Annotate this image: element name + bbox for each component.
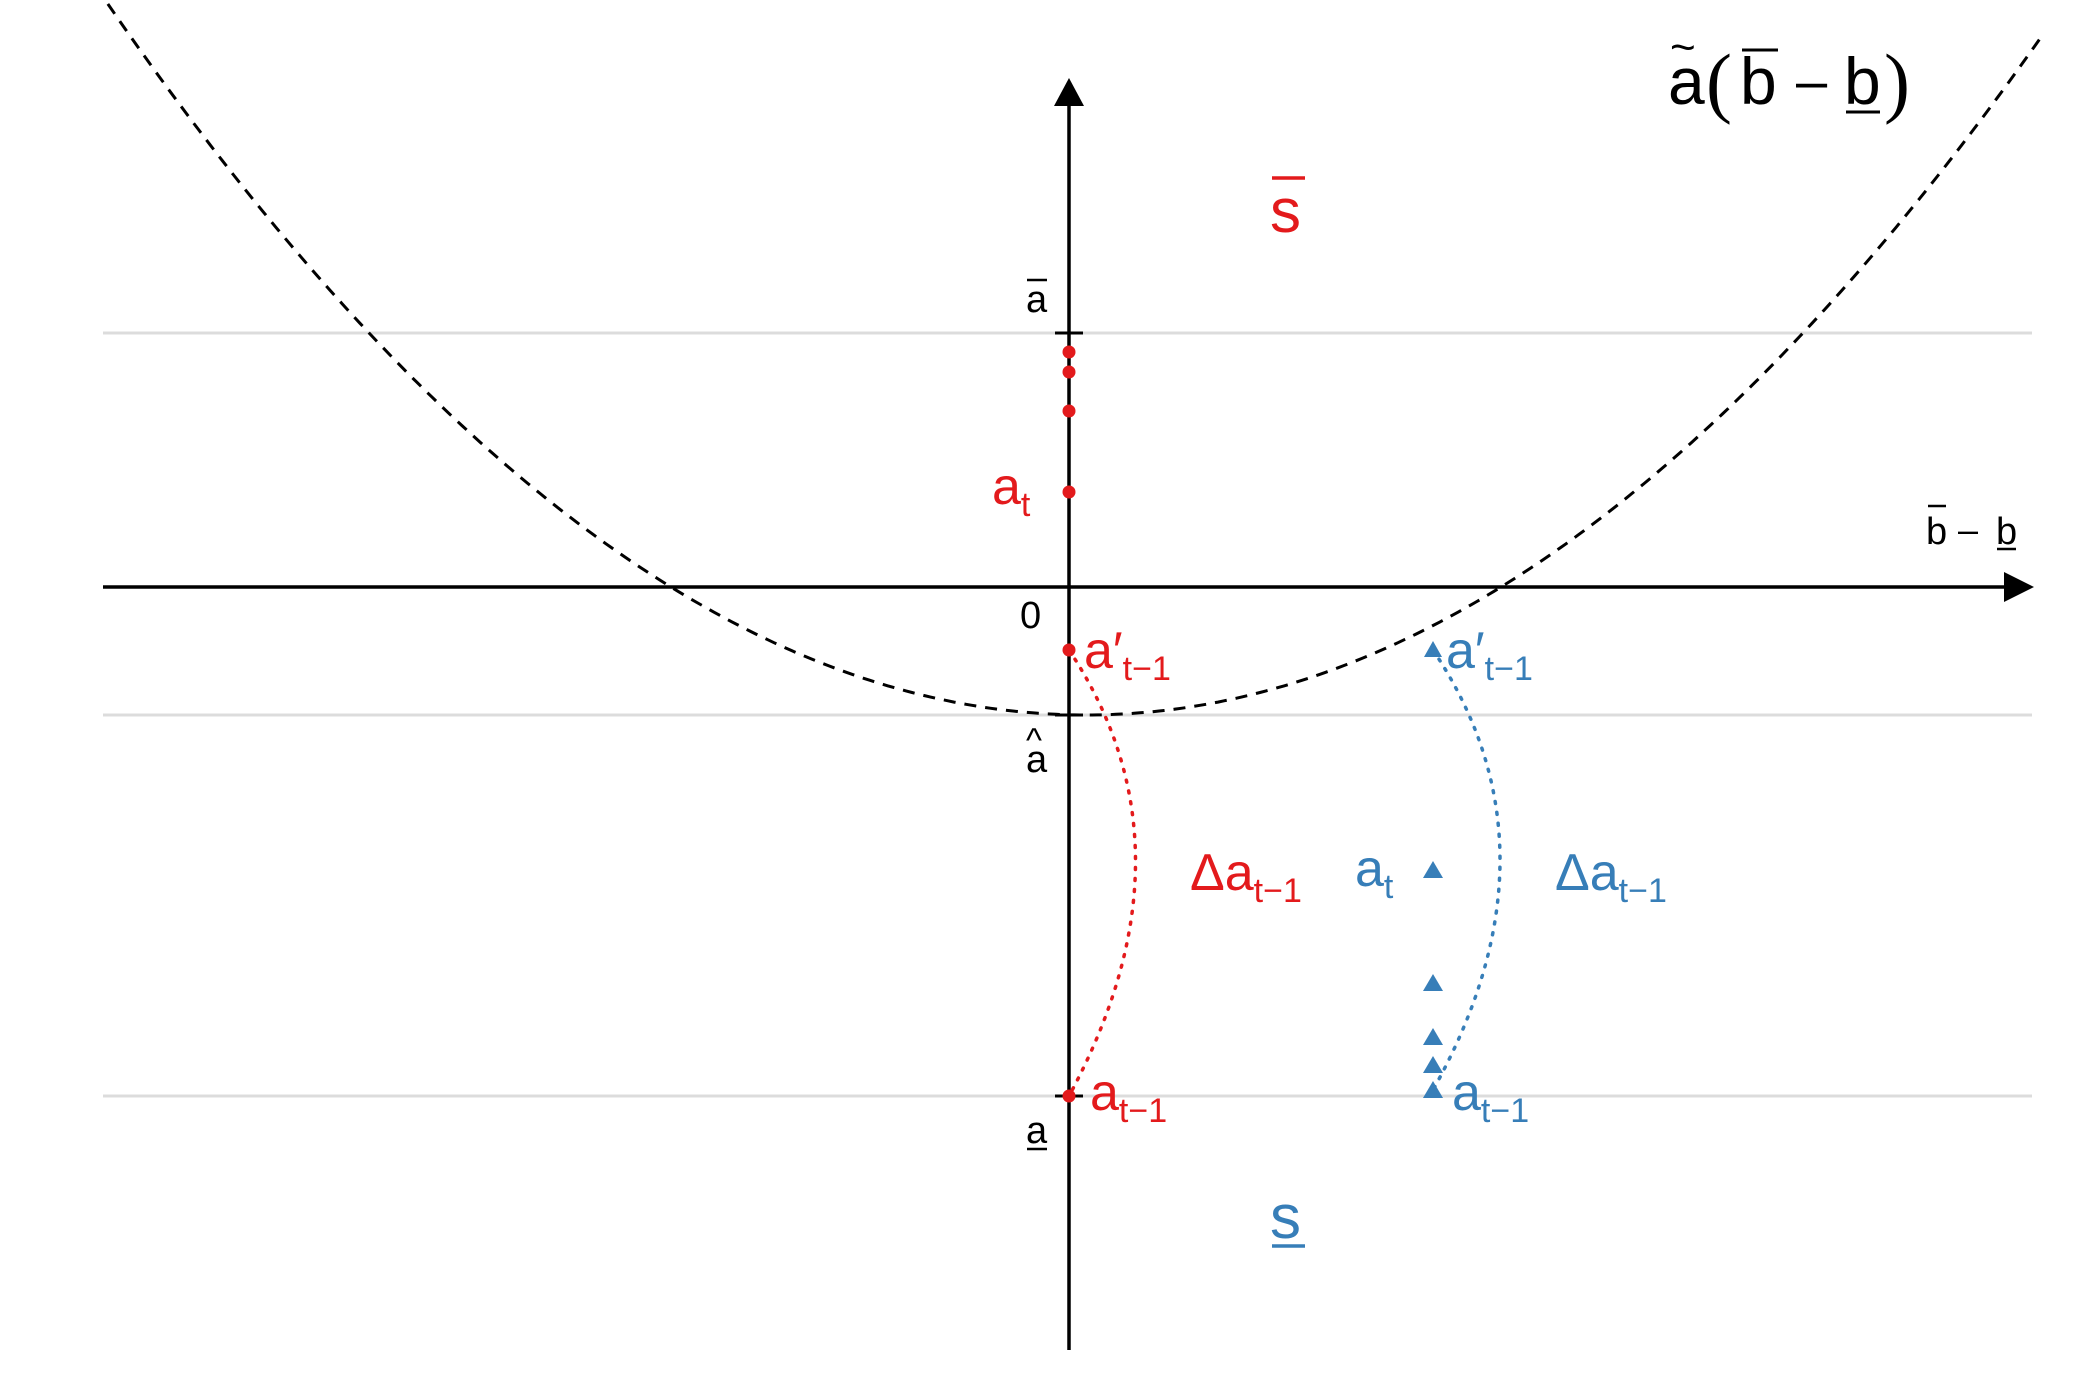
lower-region-label: s (1270, 1183, 1305, 1252)
red-label-delta: Δat−1 (1190, 844, 1302, 910)
blue-label-a-prev-base: a (1452, 1064, 1481, 1122)
threshold-curve (103, 0, 2042, 717)
red-point (1062, 404, 1076, 418)
red-label-a-t-sub: t (1021, 486, 1031, 524)
red-label-delta-sub: t−1 (1254, 872, 1302, 910)
blue-point-a-prev (1423, 1081, 1443, 1098)
blue-delta-arc (1431, 648, 1502, 1092)
min-label-hat: ^ (1026, 722, 1042, 760)
origin-label: 0 (1020, 595, 1041, 637)
curve-label-b-bar: b (1740, 44, 1777, 118)
x-axis-label-b-bar: b (1926, 511, 1947, 553)
curve-label-a: a (1668, 44, 1705, 118)
red-label-a-prime-base: a′ (1084, 622, 1123, 680)
blue-point (1423, 1056, 1443, 1073)
lower-bound-letter: a (1026, 1110, 1048, 1152)
blue-label-a-prime-sub: t−1 (1485, 650, 1533, 688)
lower-region-letter: s (1270, 1183, 1301, 1252)
red-label-a-prime-sub: t−1 (1123, 650, 1171, 688)
x-axis-label: b – b (1926, 504, 2017, 553)
blue-label-a-prev: at−1 (1452, 1064, 1529, 1130)
red-point-a-t (1062, 485, 1076, 499)
y-axis-arrowhead (1054, 78, 1084, 106)
red-label-a-prime: a′t−1 (1084, 622, 1171, 688)
upper-bound-label: a (1026, 278, 1048, 321)
red-point (1062, 345, 1076, 359)
min-label: a ^ (1026, 722, 1048, 781)
upper-bound-letter: a (1026, 279, 1048, 321)
red-point-a-prev (1062, 1089, 1076, 1103)
blue-label-a-prime-base: a′ (1446, 622, 1485, 680)
blue-label-a-prime: a′t−1 (1446, 622, 1533, 688)
blue-label-a-t-base: a (1355, 840, 1384, 898)
curve-label-tilde: ~ (1670, 23, 1696, 72)
x-axis-label-minus: – (1958, 509, 1978, 550)
curve-label-b-under: b (1844, 44, 1881, 118)
upper-region-letter: s (1270, 177, 1301, 246)
lower-bound-label: a (1026, 1110, 1048, 1152)
min-label-letter: a (1026, 739, 1048, 781)
curve-label-minus: – (1796, 49, 1828, 112)
blue-point (1423, 1028, 1443, 1045)
red-label-a-prev-base: a (1090, 1064, 1119, 1122)
blue-label-a-t-sub: t (1384, 868, 1394, 906)
red-label-delta-base: Δa (1190, 844, 1254, 902)
blue-label-a-prev-sub: t−1 (1481, 1092, 1529, 1130)
blue-point-a-prime (1424, 641, 1442, 657)
red-label-a-prev-sub: t−1 (1119, 1092, 1167, 1130)
red-point (1062, 365, 1076, 379)
curve-label: a ~ ( b – b ) (1668, 23, 1910, 125)
blue-label-a-t: at (1355, 840, 1394, 906)
red-point-a-prime (1062, 643, 1076, 657)
red-delta-arc (1067, 648, 1138, 1098)
upper-region-label: s (1270, 176, 1305, 246)
red-label-a-t-base: a (992, 458, 1021, 516)
blue-point (1423, 974, 1443, 991)
x-axis-arrowhead (2004, 572, 2034, 602)
curve-label-close-paren: ) (1884, 38, 1910, 125)
curve-label-open-paren: ( (1706, 38, 1732, 125)
blue-label-delta-base: Δa (1555, 844, 1619, 902)
red-label-a-prev: at−1 (1090, 1064, 1167, 1130)
x-axis-label-b-under: b (1996, 511, 2017, 553)
red-label-a-t: at (992, 458, 1031, 524)
blue-label-delta-sub: t−1 (1619, 872, 1667, 910)
blue-label-delta: Δat−1 (1555, 844, 1667, 910)
blue-point-a-t (1423, 861, 1443, 878)
